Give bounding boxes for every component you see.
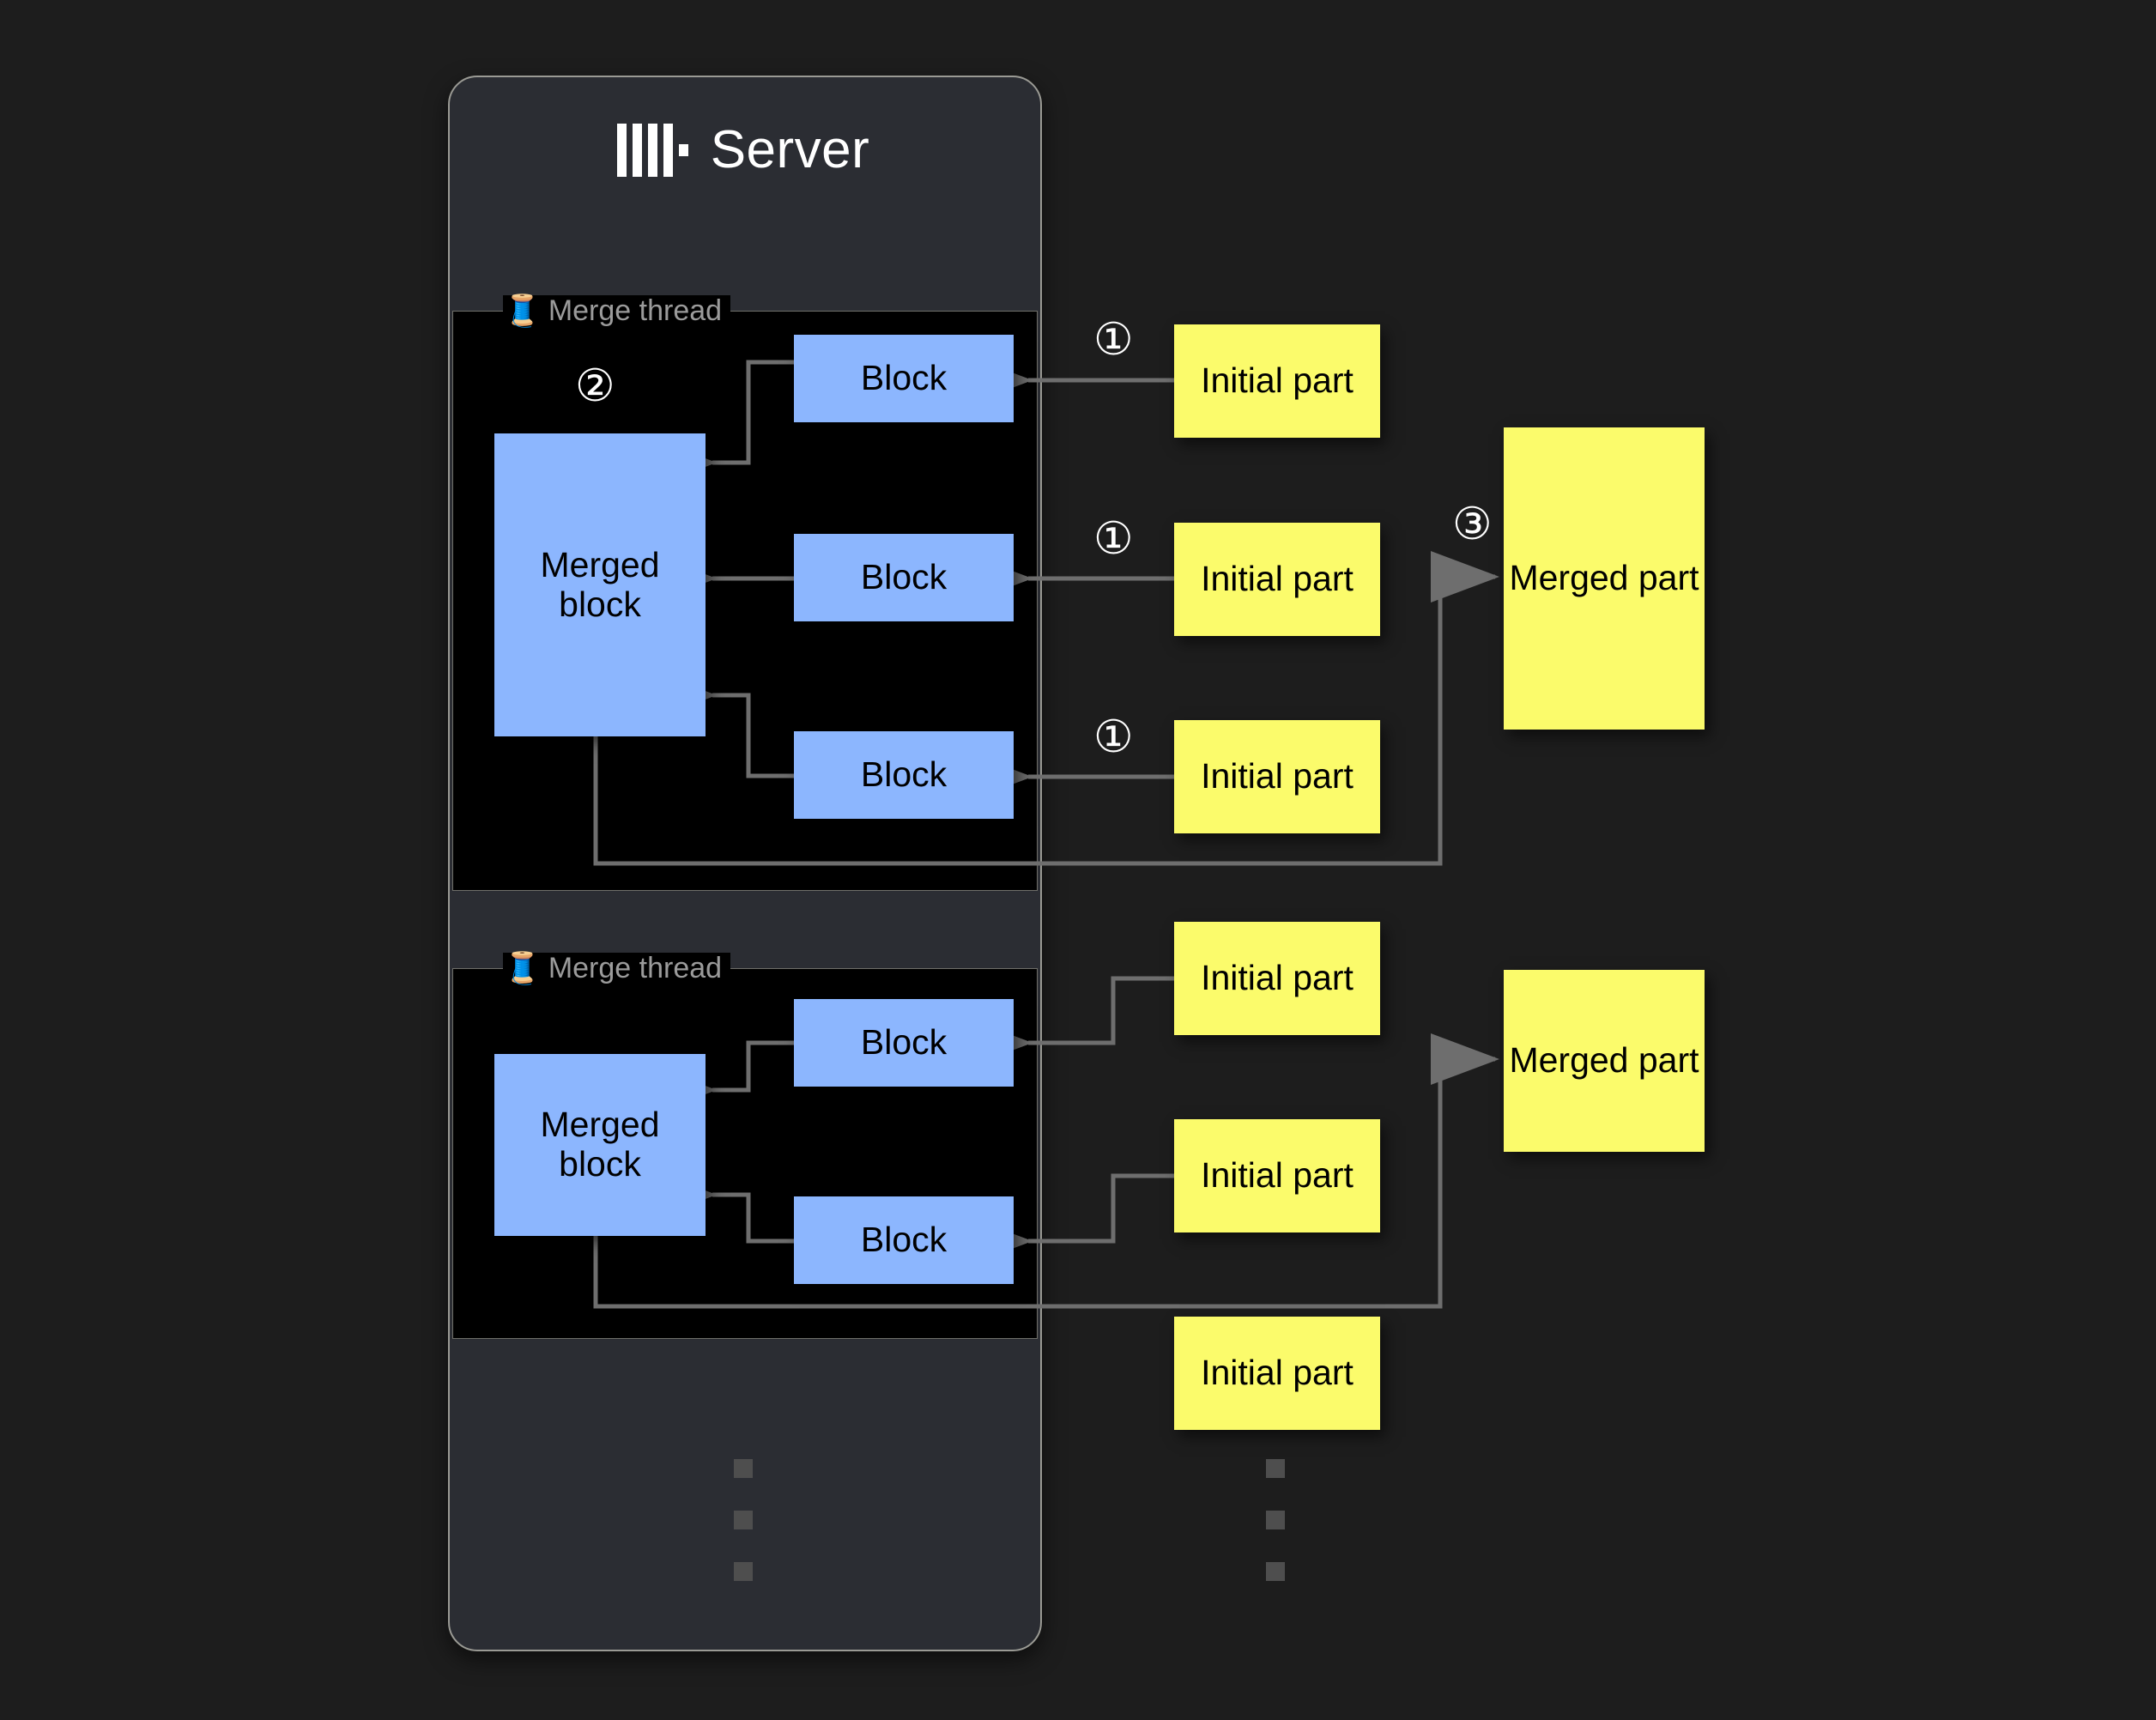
step-marker-2: ②	[575, 361, 615, 411]
block-label: Block	[860, 754, 948, 795]
initial-part-4: Initial part	[1174, 922, 1380, 1035]
dot	[734, 1511, 753, 1529]
merge-thread-text: Merge thread	[548, 294, 723, 327]
step-marker-1: ①	[1093, 315, 1134, 365]
block-1-2: Block	[794, 534, 1014, 621]
step-marker-4: ③	[1452, 500, 1493, 549]
thread-spool-icon: 🧵	[503, 950, 542, 985]
dot	[734, 1562, 753, 1581]
dot	[1266, 1562, 1285, 1581]
block-1-1: Block	[794, 335, 1014, 422]
initial-part-label: Initial part	[1201, 756, 1354, 796]
initial-part-3: Initial part	[1174, 720, 1380, 833]
block-2-2: Block	[794, 1196, 1014, 1284]
initial-part-label: Initial part	[1201, 1155, 1354, 1196]
merged-part-2: Merged part	[1504, 970, 1705, 1152]
initial-part-label: Initial part	[1201, 360, 1354, 401]
merged-block-1: Merged block	[494, 433, 706, 736]
step-marker-5: ①	[1093, 712, 1134, 762]
initial-part-label: Initial part	[1201, 958, 1354, 998]
merged-part-label: Merged part	[1509, 1040, 1699, 1081]
dot	[1266, 1459, 1285, 1478]
dot	[1266, 1511, 1285, 1529]
merged-block-label: Merged block	[540, 1105, 660, 1184]
block-1-3: Block	[794, 731, 1014, 819]
initial-part-label: Initial part	[1201, 559, 1354, 599]
block-label: Block	[860, 358, 948, 398]
initial-part-label: Initial part	[1201, 1353, 1354, 1393]
server-ellipsis-dots	[734, 1459, 753, 1614]
merged-block-2: Merged block	[494, 1054, 706, 1236]
thread-spool-icon: 🧵	[503, 293, 542, 328]
initial-part-1: Initial part	[1174, 324, 1380, 438]
initial-part-5: Initial part	[1174, 1119, 1380, 1232]
merged-block-label: Merged block	[540, 544, 660, 624]
merge-thread-text: Merge thread	[548, 952, 723, 984]
merge-thread-label-2: 🧵 Merge thread	[503, 950, 731, 985]
clickhouse-logo-icon	[616, 124, 688, 177]
initial-part-2: Initial part	[1174, 523, 1380, 636]
merge-thread-label-1: 🧵 Merge thread	[503, 293, 731, 328]
dot	[734, 1459, 753, 1478]
block-label: Block	[860, 557, 948, 597]
step-marker-3: ①	[1093, 514, 1134, 564]
initial-part-6: Initial part	[1174, 1317, 1380, 1430]
block-2-1: Block	[794, 999, 1014, 1087]
parts-ellipsis-dots	[1266, 1459, 1285, 1614]
server-header: Server	[448, 103, 1039, 197]
merged-part-label: Merged part	[1509, 558, 1699, 598]
merged-part-1: Merged part	[1504, 427, 1705, 730]
server-title: Server	[710, 120, 870, 179]
block-label: Block	[860, 1220, 948, 1260]
block-label: Block	[860, 1022, 948, 1063]
